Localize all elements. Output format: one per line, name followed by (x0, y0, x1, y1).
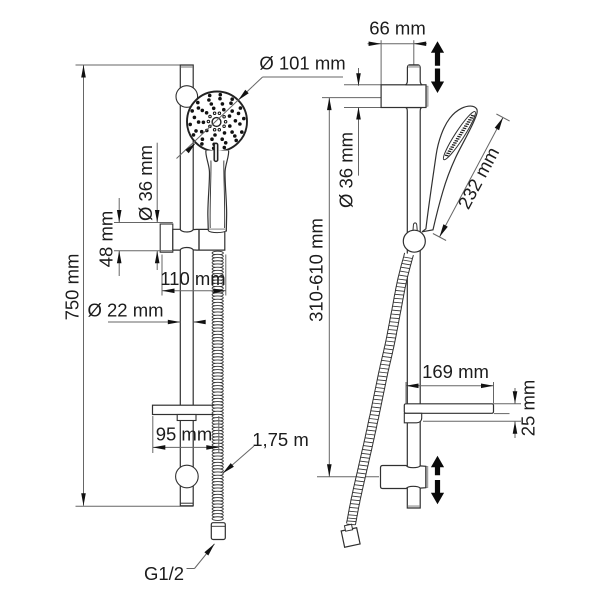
svg-text:Ø 36 mm: Ø 36 mm (135, 145, 156, 221)
svg-text:310-610 mm: 310-610 mm (306, 218, 327, 322)
svg-text:750 mm: 750 mm (62, 254, 83, 321)
svg-text:95 mm: 95 mm (156, 424, 213, 445)
svg-text:Ø 36 mm: Ø 36 mm (336, 132, 357, 208)
svg-text:48 mm: 48 mm (96, 211, 117, 268)
svg-text:Ø 22 mm: Ø 22 mm (87, 300, 163, 321)
svg-text:1,75 m: 1,75 m (252, 429, 309, 450)
svg-text:G1/2: G1/2 (144, 563, 184, 584)
svg-text:Ø 101 mm: Ø 101 mm (259, 53, 345, 74)
svg-text:169 mm: 169 mm (422, 361, 489, 382)
svg-text:110 mm: 110 mm (160, 268, 225, 289)
svg-text:66 mm: 66 mm (369, 18, 426, 39)
svg-text:25 mm: 25 mm (518, 380, 539, 437)
